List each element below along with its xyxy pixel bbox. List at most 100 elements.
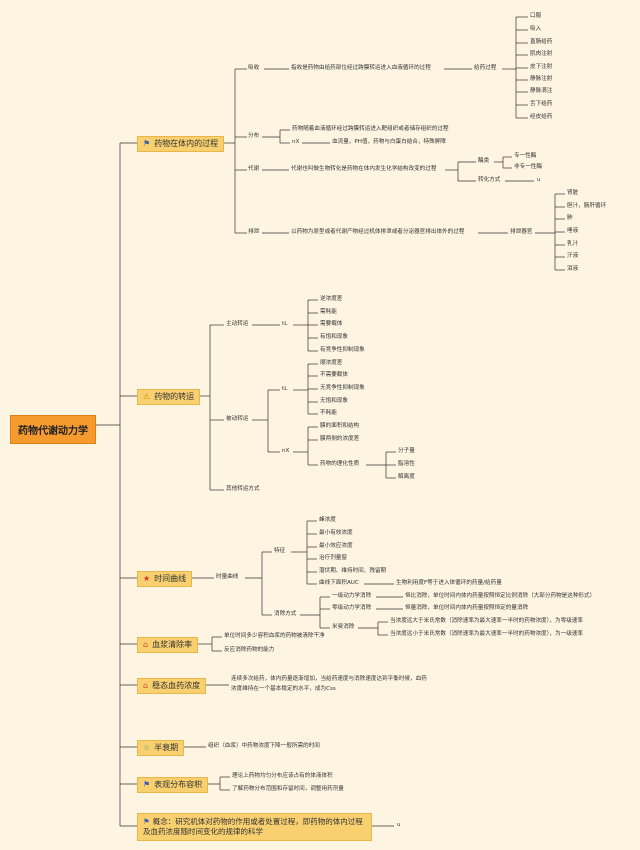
prop-item: 分子量: [398, 448, 415, 454]
node-other-transport: 其他转运方式: [226, 486, 260, 492]
auc-desc: 生物利用度F等于进入体循环的药量/给药量: [396, 580, 502, 586]
route-item: 静脉注射: [530, 76, 553, 82]
zero-order-desc: 恒量消除，单位时间内体内药量按照恒定的量消除: [405, 605, 529, 611]
feature-item: 最小有效浓度: [319, 530, 353, 536]
node-metab: 代谢: [248, 166, 260, 172]
star-outline-icon: ☆: [143, 743, 151, 752]
concept-text: 概念：研究机体对药物的作用或者处置过程，即药物的体内过程及血药浓度随时间变化的规…: [143, 817, 363, 837]
passive-tl: tL: [282, 386, 288, 392]
node-route: 给药过程: [474, 65, 497, 71]
enzyme-item: 专一性酶: [514, 153, 537, 159]
node-transform: 转化方式: [478, 177, 501, 183]
route-item: 吸入: [530, 26, 542, 32]
active-item: 逆浓度差: [320, 296, 343, 302]
node-active: 主动转运: [226, 321, 249, 327]
passive-item: 无饱和现象: [320, 398, 348, 404]
passive-factor: 膜的面积和结构: [320, 423, 360, 429]
section-drug-in-body-process[interactable]: ⚑药物在体内的过程: [137, 136, 225, 152]
enzyme-item: 非专一性酶: [514, 164, 542, 170]
concept-tail: u: [397, 822, 401, 828]
half-life-desc: 组织（血浆）中药物浓度下降一般所需的时间: [208, 743, 320, 749]
section-half-life[interactable]: ☆半衰期: [137, 740, 185, 756]
distrib-factors: 血流量，PH值，药物与白蛋白结合，特殊屏障: [332, 139, 446, 145]
passive-item: 不需要载体: [320, 372, 348, 378]
route-item: 舌下给药: [530, 101, 553, 107]
warning-icon: ⚠: [143, 392, 151, 401]
mixed-order: 米曼消除: [332, 624, 355, 630]
active-item: 有饱和现象: [320, 334, 348, 340]
active-item: 有竞争性抑制现象: [320, 347, 365, 353]
passive-factor: 药物的理化性质: [320, 461, 360, 467]
route-item: 肌肉注射: [530, 51, 553, 57]
node-passive: 被动转运: [226, 416, 249, 422]
section-volume-distribution[interactable]: ⚑表观分布容积: [137, 777, 209, 793]
star-icon: ★: [143, 574, 151, 583]
active-item: 需要载体: [320, 321, 343, 327]
prop-item: 脂溶性: [398, 461, 415, 467]
feature-item: 最小效应浓度: [319, 543, 353, 549]
section-title: 表观分布容积: [154, 780, 203, 789]
organ-item: 肾脏: [567, 190, 579, 196]
node-absorb: 吸收: [248, 65, 260, 71]
flag-icon: ⚑: [143, 139, 151, 148]
organ-item: 胆汁，肠肝循环: [567, 203, 607, 209]
passive-item: 顺浓度差: [320, 360, 343, 366]
house-icon: ⌂: [143, 681, 149, 690]
first-order-desc: 恒比消除，单位时间内体内药量按照恒定比例消除（大部分药物是这种形式）: [405, 593, 596, 599]
zero-order: 零级动力学消除: [332, 605, 372, 611]
organ-item: 泪液: [567, 266, 579, 272]
passive-nx: nX: [282, 448, 290, 454]
mixed-item: 当浓度远大于米氏常数（消除速率为最大速率一半时的药物浓度），为零级速率: [390, 618, 583, 624]
route-item: 皮下注射: [530, 64, 553, 70]
node-feature: 特征: [274, 548, 286, 554]
organ-item: 唾液: [567, 228, 579, 234]
prop-item: 解离度: [398, 474, 415, 480]
volume-item: 理论上药物均匀分布应该占有的体液体积: [232, 773, 333, 779]
node-enzyme: 酶类: [478, 158, 490, 164]
flag-icon: ⚑: [143, 817, 150, 826]
section-title: 药物的转运: [154, 392, 195, 401]
flag-icon: ⚑: [143, 780, 151, 789]
mixed-item: 当浓度远小于米氏常数（消除速率为最大速率一半时的药物浓度），为一级速率: [390, 631, 583, 637]
section-title: 半衰期: [154, 743, 179, 752]
section-drug-transport[interactable]: ⚠药物的转运: [137, 389, 201, 405]
node-distrib: 分布: [248, 133, 260, 139]
organ-item: 肺: [567, 215, 573, 221]
route-item: 经皮给药: [530, 114, 553, 120]
route-item: 直肠给药: [530, 39, 553, 45]
active-tl: tL: [282, 321, 288, 327]
node-organs: 排泄器官: [510, 229, 533, 235]
node-curve: 时量曲线: [216, 574, 239, 580]
distrib-nx: nX: [292, 139, 300, 145]
steady-state-line: 连续多次给药，体内药量逐渐增加，当给药速度与消除速度达到平衡时候，血药: [231, 676, 427, 682]
clearance-item: 反应消除药物的能力: [224, 647, 275, 653]
house-icon: ⌂: [143, 640, 149, 649]
root-node[interactable]: 药物代谢动力学: [10, 415, 96, 444]
concept-node[interactable]: ⚑概念：研究机体对药物的作用或者处置过程，即药物的体内过程及血药浓度随时间变化的…: [137, 813, 372, 842]
organ-item: 汗液: [567, 253, 579, 259]
feature-item: 治疗剂量窗: [319, 555, 347, 561]
passive-item: 不耗能: [320, 410, 337, 416]
first-order: 一级动力学消除: [332, 593, 372, 599]
absorb-desc: 指收是药物由给药部位经过跨膜转运进入血液循环的过程: [291, 65, 431, 71]
route-item: 静脉滴注: [530, 88, 553, 94]
section-steady-state[interactable]: ⌂稳态血药浓度: [137, 678, 207, 694]
distrib-desc: 药物随着血液循环经过跨膜转运进入靶组织或者储存组织的过程: [292, 126, 449, 132]
organ-item: 乳汁: [567, 241, 579, 247]
metab-desc: 代谢也叫做生物转化是药物在体内发生化学结构改变的过程: [291, 166, 437, 172]
section-plasma-clearance[interactable]: ⌂血浆清除率: [137, 637, 199, 653]
section-time-curve[interactable]: ★时间曲线: [137, 571, 193, 587]
section-title: 药物在体内的过程: [154, 139, 219, 148]
node-excrete: 排泄: [248, 229, 260, 235]
section-title: 时间曲线: [154, 574, 187, 583]
passive-item: 无竞争性抑制现象: [320, 385, 365, 391]
route-item: 口服: [530, 13, 542, 19]
feature-item: 潜伏期、维持时间、残留期: [319, 568, 387, 574]
feature-item: 曲线下面积AUC: [319, 580, 359, 586]
steady-state-line: 浓度维持在一个基本稳定的水平，成为Css: [231, 686, 336, 692]
volume-item: 了解药物分布范围和存留时间，调整用药剂量: [232, 786, 344, 792]
node-elimination: 消除方式: [274, 611, 297, 617]
active-item: 需耗能: [320, 309, 337, 315]
section-title: 血浆清除率: [152, 640, 193, 649]
